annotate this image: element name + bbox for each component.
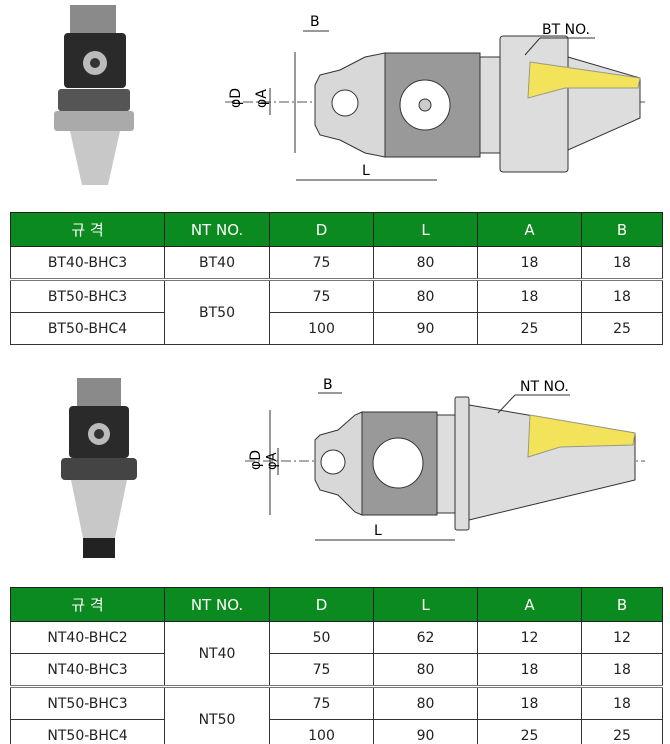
table-row: BT50-BHC3 BT50 75 80 18 18 — [10, 278, 663, 345]
bt-dimension-drawing: B φD φA L BT NO. — [225, 14, 645, 181]
cell-nt: NT40 — [164, 621, 270, 687]
cell-d: 75 — [269, 685, 374, 720]
cell-b: 12 — [581, 621, 663, 654]
cell-nt: BT40 — [164, 246, 270, 280]
dim-d-label: φD — [228, 88, 244, 108]
cell-d: 50 — [269, 621, 374, 654]
cell-model: NT50-BHC3 — [10, 685, 165, 720]
table-header: 규 격 NT NO. D L A B — [10, 587, 663, 622]
cell-l: 80 — [373, 653, 478, 687]
cell-model: NT40-BHC2 — [10, 621, 165, 654]
header-nt-no: NT NO. — [164, 587, 270, 622]
header-b: B — [581, 587, 663, 622]
cell-a: 12 — [477, 621, 582, 654]
header-a: A — [477, 587, 582, 622]
header-d: D — [269, 212, 374, 247]
table-row: NT50-BHC3 NT50 75 80 18 18 — [10, 685, 663, 744]
cell-b: 25 — [581, 312, 663, 345]
table-header: 규 격 NT NO. D L A B — [10, 212, 663, 247]
table-row: BT40-BHC3 BT40 75 80 18 18 — [10, 246, 663, 280]
table-row: NT40-BHC3 75 80 18 18 — [10, 653, 663, 687]
header-a: A — [477, 212, 582, 247]
cell-l: 80 — [373, 278, 478, 313]
cell-l: 90 — [373, 719, 478, 744]
cell-model: BT50-BHC3 — [10, 278, 165, 313]
cell-a: 18 — [477, 653, 582, 687]
shank-label: BT NO. — [542, 22, 590, 38]
header-model: 규 격 — [10, 587, 165, 622]
cell-d: 75 — [269, 653, 374, 687]
header-b: B — [581, 212, 663, 247]
cell-a: 25 — [477, 312, 582, 345]
cell-l: 80 — [373, 246, 478, 280]
cell-d: 75 — [269, 278, 374, 313]
nt-dimension-drawing: B φD φA L NT NO. — [245, 377, 645, 541]
dim-l-label: L — [362, 163, 370, 179]
cell-d: 75 — [269, 246, 374, 280]
bt-spec-table: 규 격 NT NO. D L A B BT40-BHC3 BT40 75 80 … — [10, 212, 663, 345]
header-l: L — [373, 212, 478, 247]
dim-b-label: B — [323, 377, 333, 393]
cell-model: BT40-BHC3 — [10, 246, 165, 280]
cell-b: 18 — [581, 653, 663, 687]
dim-b-label: B — [310, 14, 320, 30]
header-nt-no: NT NO. — [164, 212, 270, 247]
cell-l: 62 — [373, 621, 478, 654]
cell-a: 25 — [477, 719, 582, 744]
nt-spec-table: 규 격 NT NO. D L A B NT40-BHC2 NT40 50 62 … — [10, 587, 663, 744]
cell-l: 90 — [373, 312, 478, 345]
cell-nt: NT50 — [164, 685, 270, 744]
header-model: 규 격 — [10, 212, 165, 247]
cell-d: 100 — [269, 312, 374, 345]
nt-boring-head-photo — [61, 378, 137, 558]
cell-b: 18 — [581, 246, 663, 280]
table-row: NT50-BHC4 100 90 25 25 — [10, 719, 663, 744]
cell-l: 80 — [373, 685, 478, 720]
cell-a: 18 — [477, 685, 582, 720]
header-d: D — [269, 587, 374, 622]
cell-a: 18 — [477, 246, 582, 280]
header-l: L — [373, 587, 478, 622]
cell-b: 18 — [581, 278, 663, 313]
cell-model: NT50-BHC4 — [10, 719, 165, 744]
dim-a-label: φA — [265, 452, 280, 470]
cell-b: 25 — [581, 719, 663, 744]
cell-a: 18 — [477, 278, 582, 313]
cell-nt: BT50 — [164, 278, 270, 345]
dim-l-label: L — [374, 523, 382, 539]
shank-label: NT NO. — [520, 379, 569, 395]
table-row: NT40-BHC2 NT40 50 62 12 12 — [10, 621, 663, 687]
dim-a-label: φA — [254, 89, 270, 108]
cell-model: BT50-BHC4 — [10, 312, 165, 345]
dim-d-label: φD — [248, 450, 264, 470]
bt-boring-head-photo — [54, 5, 134, 185]
cell-model: NT40-BHC3 — [10, 653, 165, 687]
cell-b: 18 — [581, 685, 663, 720]
cell-d: 100 — [269, 719, 374, 744]
table-row: BT50-BHC4 100 90 25 25 — [10, 312, 663, 345]
